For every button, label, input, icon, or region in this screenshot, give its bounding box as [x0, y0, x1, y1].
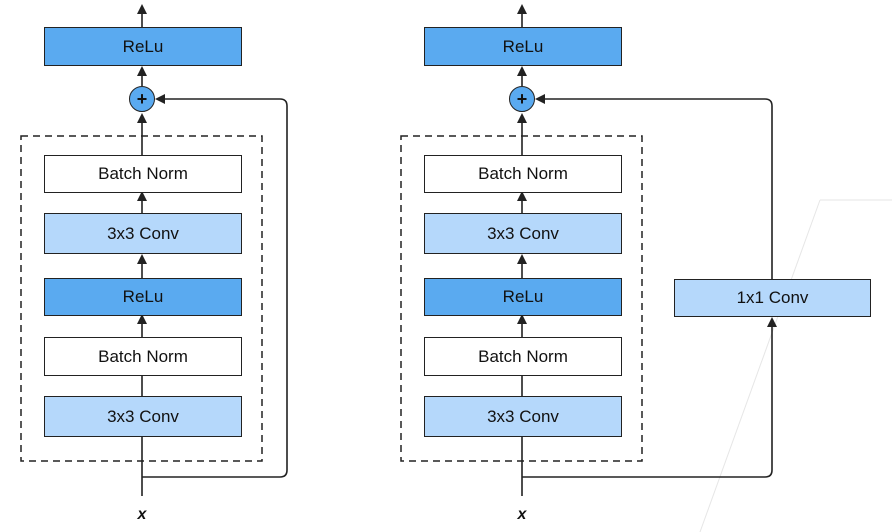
right-conv-1-label: 3x3 Conv	[487, 406, 559, 426]
right-batch-norm-2-label: Batch Norm	[478, 164, 568, 183]
right-relu-label: ReLu	[502, 287, 544, 306]
right-batch-norm-1: Batch Norm	[424, 337, 622, 376]
right-top-relu-label: ReLu	[502, 36, 544, 56]
right-conv-2-label: 3x3 Conv	[487, 223, 559, 243]
left-batch-norm-2-label: Batch Norm	[98, 164, 188, 183]
right-shortcut-to-conv	[522, 317, 777, 478]
right-shortcut-conv: 1x1 Conv	[674, 279, 871, 317]
left-add-node: +	[129, 86, 155, 112]
left-batch-norm-1: Batch Norm	[44, 337, 242, 376]
background-line	[699, 199, 821, 532]
plus-icon: +	[516, 89, 528, 109]
right-batch-norm-2: Batch Norm	[424, 155, 622, 193]
left-batch-norm-1-label: Batch Norm	[98, 346, 188, 366]
left-relu: ReLu	[44, 278, 242, 316]
right-conv-1: 3x3 Conv	[424, 396, 622, 437]
left-conv-2-label: 3x3 Conv	[107, 223, 179, 243]
right-top-relu: ReLu	[424, 27, 622, 66]
left-conv-2: 3x3 Conv	[44, 213, 242, 254]
right-batch-norm-1-label: Batch Norm	[478, 346, 568, 366]
left-relu-label: ReLu	[122, 287, 164, 306]
right-conv-2: 3x3 Conv	[424, 213, 622, 254]
right-shortcut-to-add	[535, 94, 773, 279]
left-top-relu-label: ReLu	[122, 36, 164, 56]
left-top-relu: ReLu	[44, 27, 242, 66]
left-conv-1-label: 3x3 Conv	[107, 406, 179, 426]
right-relu: ReLu	[424, 278, 622, 316]
right-shortcut-conv-label: 1x1 Conv	[736, 288, 809, 307]
left-input-label: x	[137, 506, 147, 523]
plus-icon: +	[136, 89, 148, 109]
left-skip-connection	[142, 94, 288, 478]
left-conv-1: 3x3 Conv	[44, 396, 242, 437]
left-batch-norm-2: Batch Norm	[44, 155, 242, 193]
right-add-node: +	[509, 86, 535, 112]
right-input-label: x	[517, 506, 527, 523]
